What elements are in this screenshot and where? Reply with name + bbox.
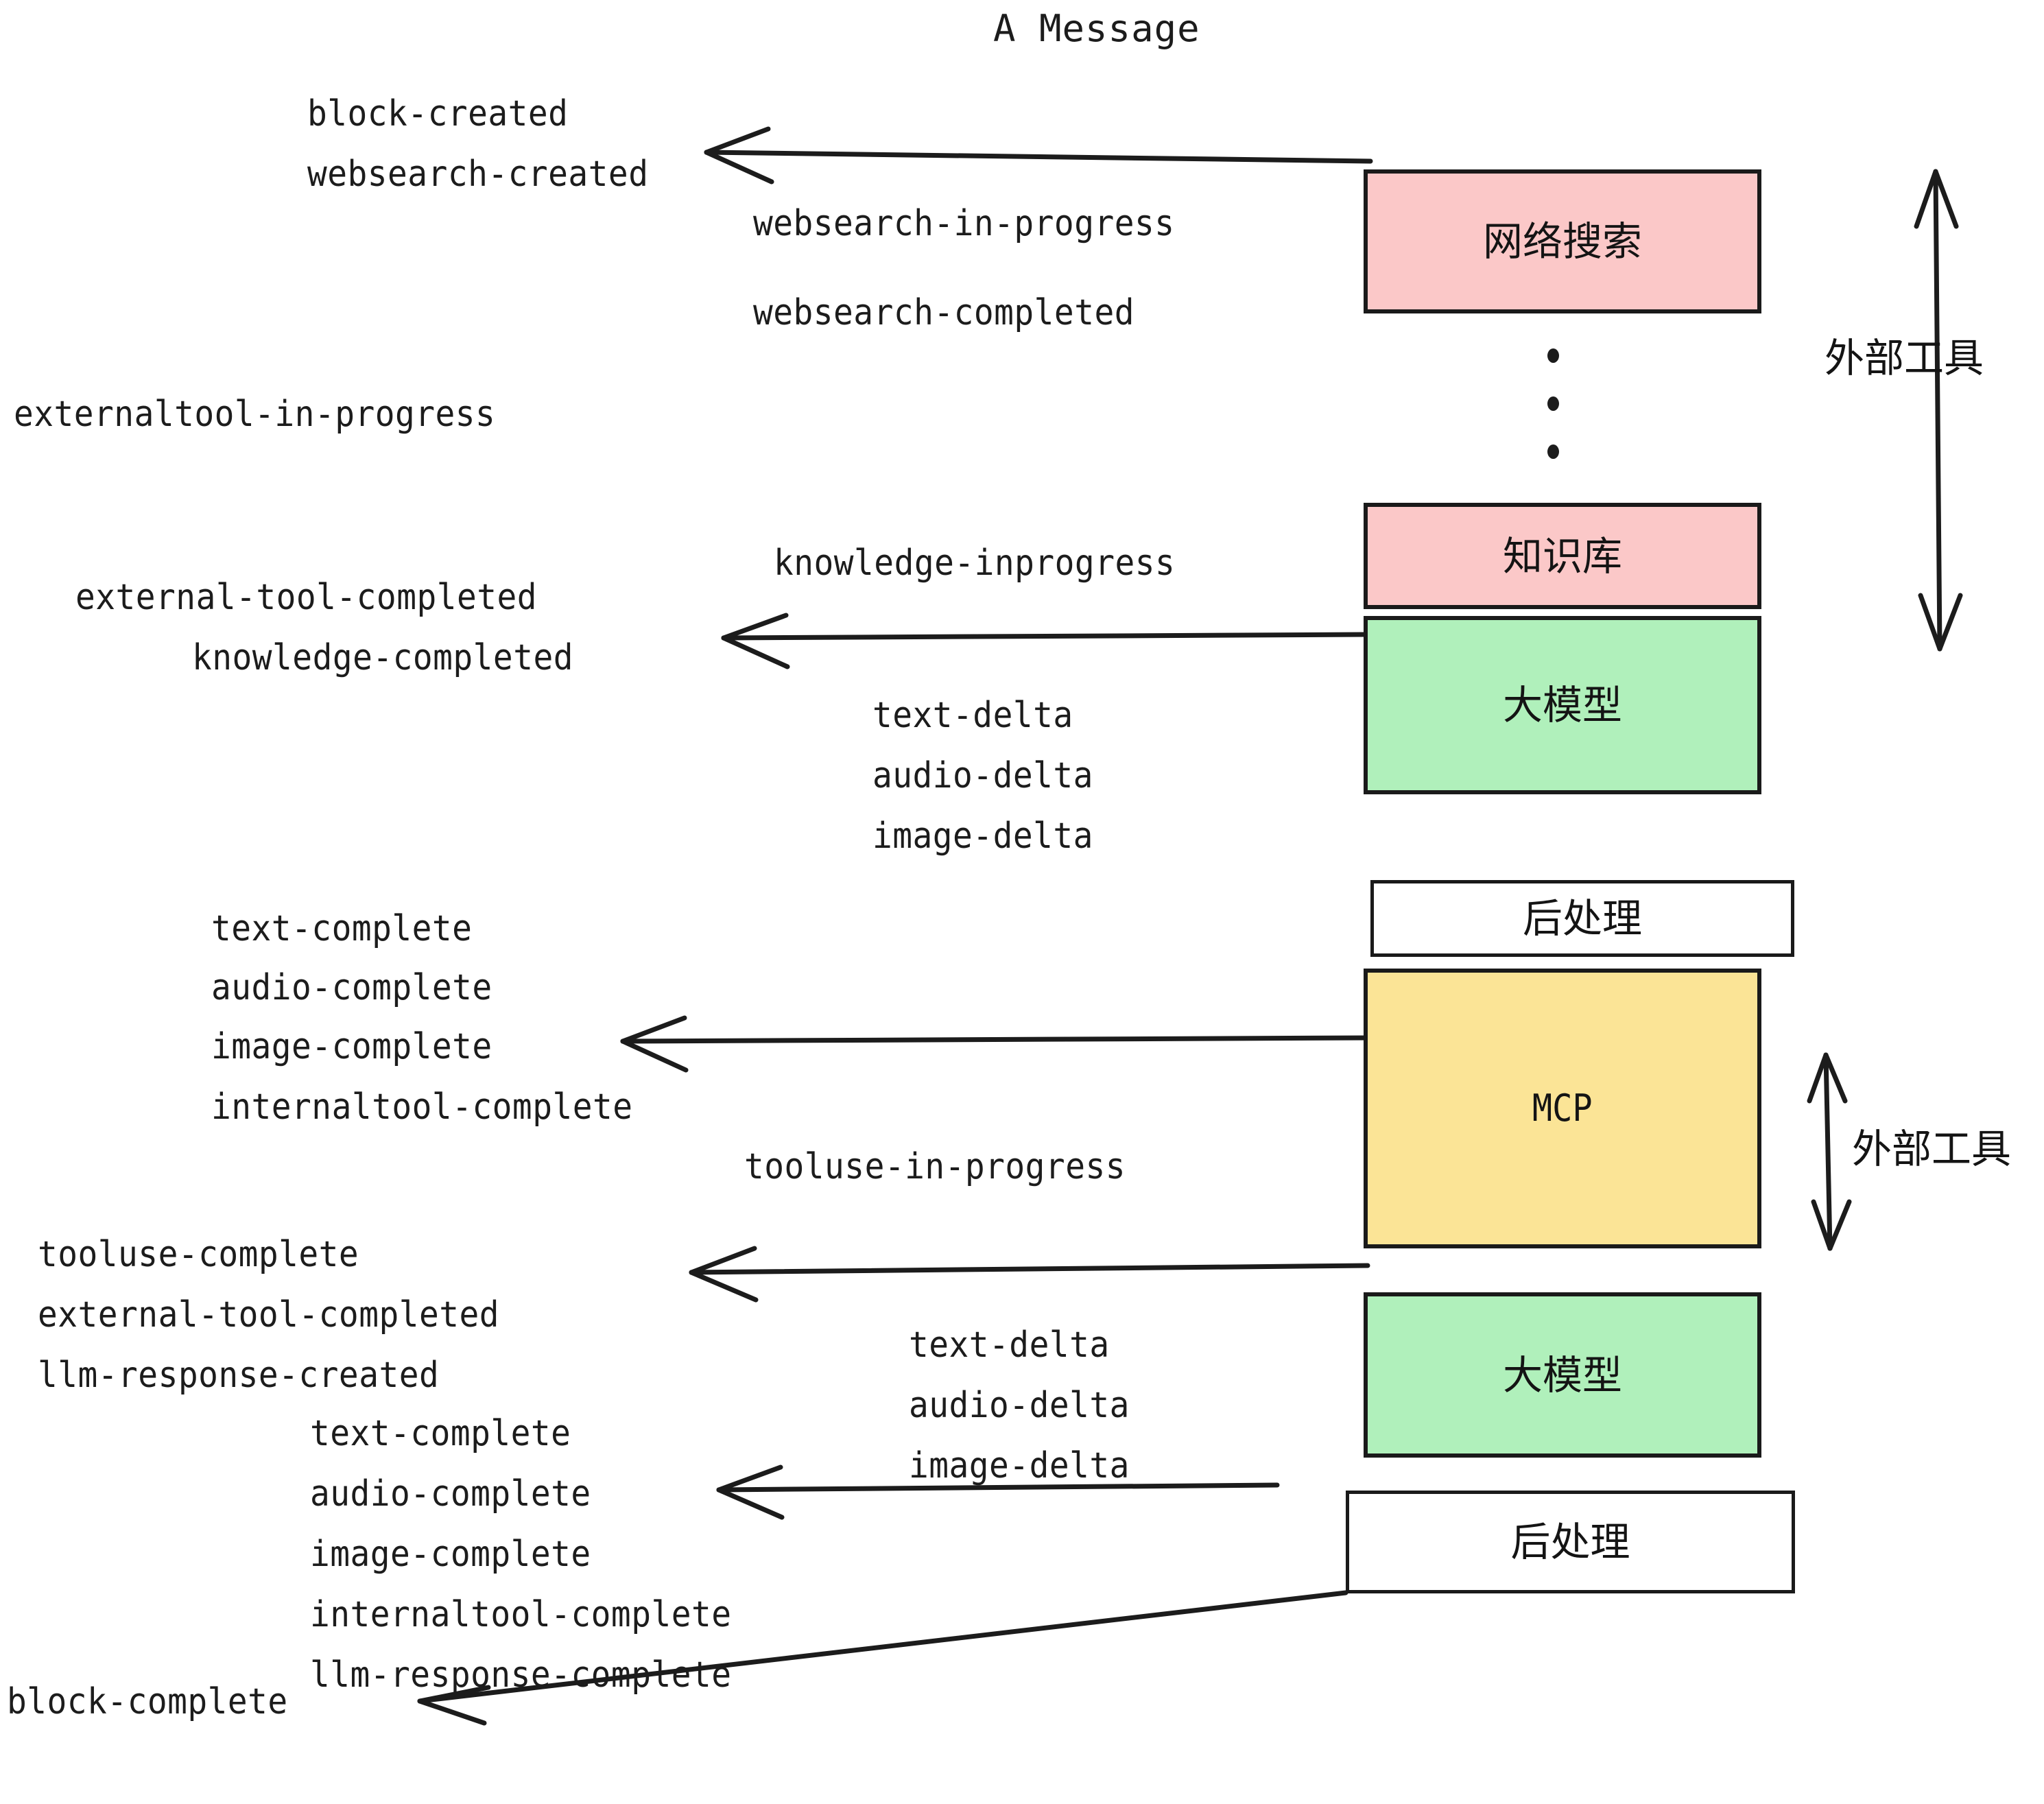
node-knowledge-base-label: 知识库 xyxy=(1502,532,1622,580)
event-externaltool-in-progress: externaltool-in-progress xyxy=(14,394,496,435)
diagram-title: A Message xyxy=(993,7,1200,50)
event-audio-delta-1: audio-delta xyxy=(872,755,1093,796)
event-external-tool-completed-1: external-tool-completed xyxy=(75,577,538,618)
node-llm-1[interactable]: 大模型 xyxy=(1364,616,1761,794)
event-text-delta-1: text-delta xyxy=(872,695,1073,736)
event-websearch-created: websearch-created xyxy=(307,154,649,195)
event-knowledge-inprogress: knowledge-inprogress xyxy=(774,543,1176,584)
ellipsis-dot-2 xyxy=(1547,396,1559,411)
node-postprocess-2-label: 后处理 xyxy=(1510,1519,1630,1565)
event-image-complete-2: image-complete xyxy=(310,1534,591,1575)
event-image-delta-2: image-delta xyxy=(909,1445,1130,1486)
arrow-post1-to-image-complete xyxy=(620,1015,1371,1073)
ellipsis-dot-1 xyxy=(1547,348,1559,363)
ellipsis-dot-3 xyxy=(1547,444,1559,459)
arrow-external-tools-top xyxy=(1914,169,1963,652)
event-external-tool-completed-2: external-tool-completed xyxy=(38,1294,500,1336)
arrow-knowledge-to-completed xyxy=(721,613,1369,669)
event-llm-response-created: llm-response-created xyxy=(38,1355,440,1396)
event-image-delta-1: image-delta xyxy=(872,816,1093,857)
event-image-complete-1: image-complete xyxy=(211,1026,492,1067)
event-knowledge-completed: knowledge-completed xyxy=(192,637,573,678)
node-postprocess-1[interactable]: 后处理 xyxy=(1370,880,1794,957)
event-tooluse-in-progress: tooluse-in-progress xyxy=(744,1146,1126,1187)
node-mcp[interactable]: MCP xyxy=(1364,969,1761,1248)
node-knowledge-base[interactable]: 知识库 xyxy=(1364,503,1761,609)
event-text-complete-1: text-complete xyxy=(211,908,473,949)
event-websearch-in-progress: websearch-in-progress xyxy=(753,203,1175,244)
node-postprocess-1-label: 后处理 xyxy=(1522,895,1642,942)
side-label-external-tools-top: 外部工具 xyxy=(1825,335,1984,381)
node-llm-1-label: 大模型 xyxy=(1502,682,1622,728)
node-postprocess-2[interactable]: 后处理 xyxy=(1346,1491,1795,1593)
node-llm-2[interactable]: 大模型 xyxy=(1364,1292,1761,1458)
arrow-websearch-to-created xyxy=(704,126,1373,185)
event-internaltool-complete-1: internaltool-complete xyxy=(211,1087,633,1128)
node-websearch[interactable]: 网络搜索 xyxy=(1364,169,1761,313)
event-internaltool-complete-2: internaltool-complete xyxy=(310,1594,732,1635)
node-llm-2-label: 大模型 xyxy=(1502,1351,1622,1399)
event-llm-response-complete: llm-response-complete xyxy=(310,1654,732,1696)
event-audio-complete-1: audio-complete xyxy=(211,967,492,1008)
event-audio-complete-2: audio-complete xyxy=(310,1473,591,1515)
arrow-mcp-to-tooluse-complete xyxy=(689,1246,1370,1303)
event-text-complete-2: text-complete xyxy=(310,1413,571,1454)
side-label-external-tools-bottom: 外部工具 xyxy=(1852,1126,2012,1172)
event-block-created: block-created xyxy=(307,93,569,134)
node-mcp-label: MCP xyxy=(1532,1087,1593,1130)
event-block-complete: block-complete xyxy=(7,1681,288,1722)
arrow-external-tools-bottom xyxy=(1807,1052,1852,1251)
event-audio-delta-2: audio-delta xyxy=(909,1385,1130,1426)
event-tooluse-complete: tooluse-complete xyxy=(38,1234,359,1275)
event-websearch-completed: websearch-completed xyxy=(753,292,1134,333)
node-websearch-label: 网络搜索 xyxy=(1482,218,1642,265)
event-text-delta-2: text-delta xyxy=(909,1325,1110,1366)
